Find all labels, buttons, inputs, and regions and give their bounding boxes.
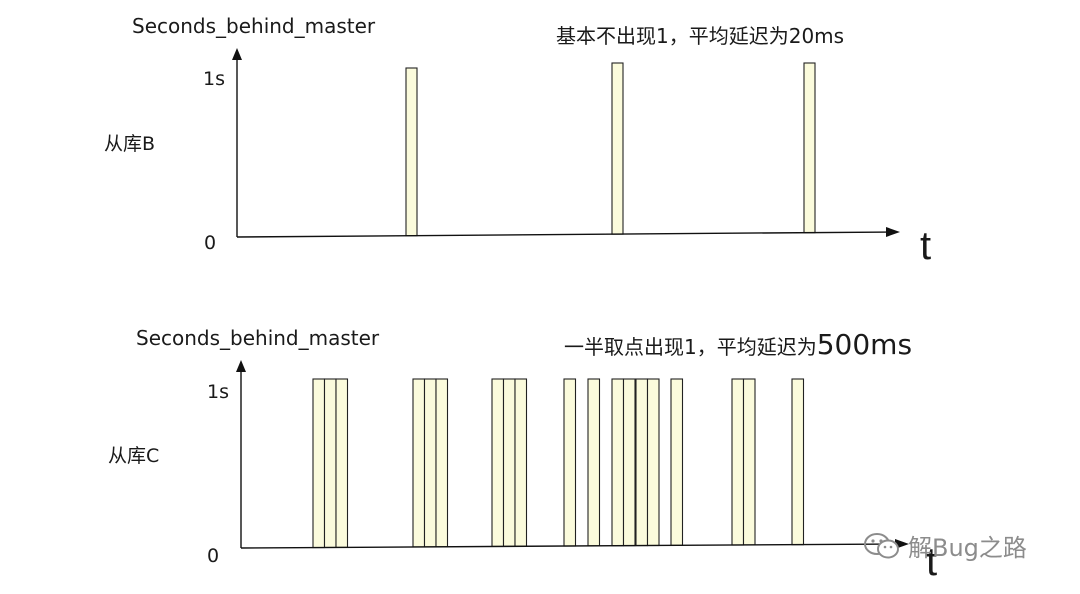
panel2-y-axis-arrow — [236, 360, 246, 372]
panel1-series-label: 从库B — [104, 133, 156, 155]
panel2-pulse-bar — [323, 378, 337, 549]
panel2-pulse-bar — [791, 378, 805, 546]
panel1-note: 基本不出现1，平均延迟为20ms — [556, 26, 844, 46]
panel2-pulse-bar — [312, 378, 326, 549]
panel2-pulse-bar — [670, 378, 684, 546]
panel2-pulse-bar — [611, 378, 625, 547]
panel1-y-axis-label: Seconds_behind_master — [132, 14, 376, 38]
panel2-x-axis — [240, 543, 902, 549]
panel2-pulse-bar — [731, 378, 745, 546]
panel1-x-axis — [236, 231, 893, 238]
panel2-series-label: 从库C — [108, 445, 160, 467]
panel1-tick-1s: 1s — [203, 68, 225, 90]
panel1-pulse-bar — [611, 62, 624, 235]
panel1-note-prefix: 基本不出现1，平均延迟为 — [556, 24, 789, 48]
panel1-tick-0: 0 — [204, 232, 217, 254]
panel1-x-axis-arrow — [886, 227, 900, 237]
panel2-note-value: 500ms — [816, 328, 913, 361]
panel2-pulse-bar — [514, 378, 528, 547]
panel2-pulse-bar — [742, 378, 756, 546]
panel2-pulse-bar — [587, 378, 601, 547]
panel2-pulse-bar — [622, 378, 636, 547]
panel2-note-prefix: 一半取点出现1，平均延迟为 — [564, 335, 817, 359]
panel2-pulse-bar — [563, 378, 577, 547]
panel1-note-value: 20ms — [788, 24, 845, 48]
watermark-text: 解Bug之路 — [908, 534, 1027, 562]
panel2-note: 一半取点出现1，平均延迟为500ms — [564, 331, 912, 359]
wechat-icon — [862, 531, 902, 561]
panel2-pulse-bar — [502, 378, 516, 547]
panel1-pulse-bar — [405, 67, 418, 237]
panel2-tick-1s: 1s — [207, 381, 229, 403]
watermark: 解Bug之路 — [862, 528, 1027, 563]
panel2-pulse-bar — [646, 378, 660, 547]
panel2-pulse-bar — [335, 378, 349, 548]
panel2-pulse-bar — [423, 378, 437, 548]
panel2-tick-0: 0 — [207, 545, 220, 567]
panel2-pulse-bar — [635, 378, 649, 547]
panel2-pulse-bar — [412, 378, 426, 548]
panel2-pulse-bar — [491, 378, 505, 548]
panel2-pulse-bar — [435, 378, 449, 548]
panel1-y-axis-arrow — [232, 48, 242, 60]
panel2-y-axis-label: Seconds_behind_master — [136, 326, 380, 350]
panel1-x-axis-label: t — [920, 224, 932, 268]
panel1-pulse-bar — [803, 62, 816, 234]
panel2-x-axis-label: t — [926, 540, 938, 584]
